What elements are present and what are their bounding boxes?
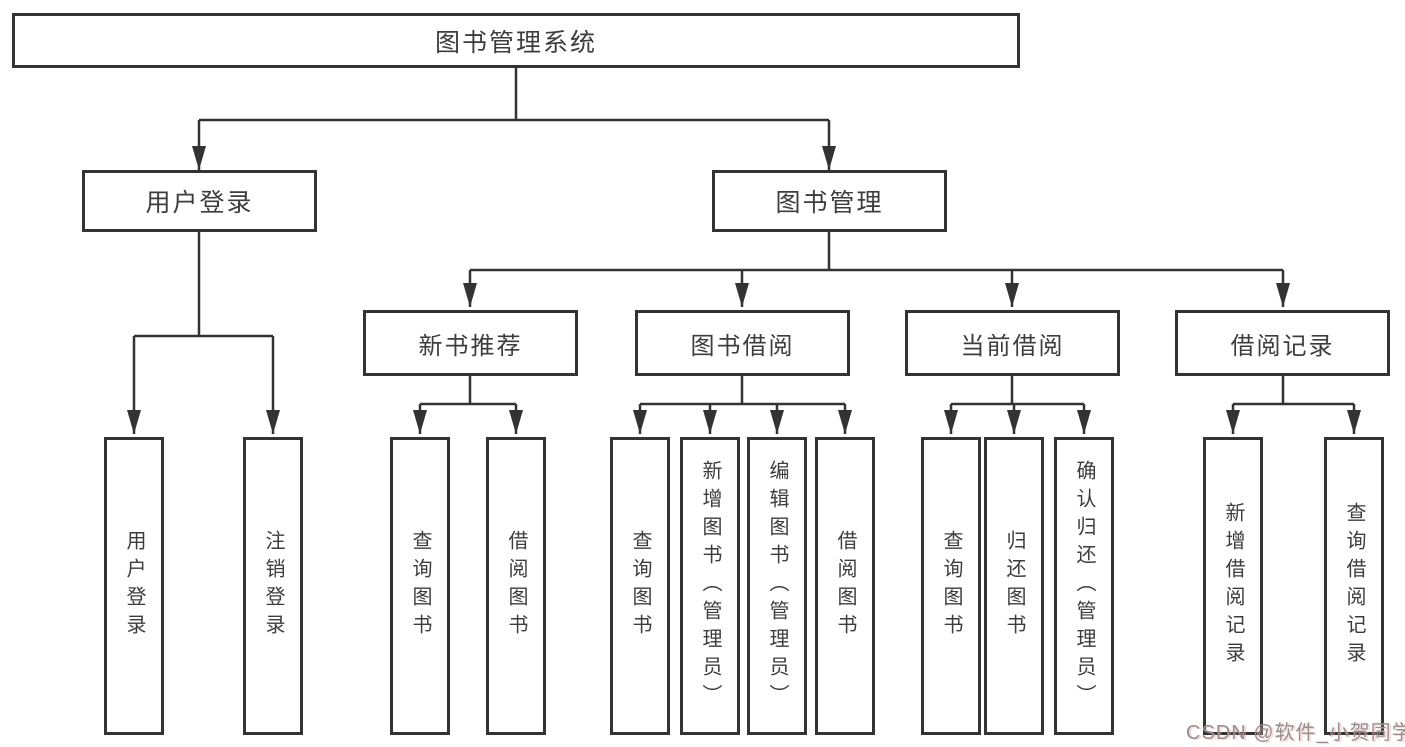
connector-book-borrowing-children [640, 376, 845, 406]
watermark: CSDN @软件_小贺同学 [1186, 722, 1405, 744]
leaf-query-books-1: 查询图书 [390, 437, 450, 735]
leaf-logout: 注销登录 [243, 437, 303, 735]
leaf-query-borrow-record: 查询借阅记录 [1324, 437, 1384, 735]
leaf-borrow-books-1: 借阅图书 [486, 437, 546, 735]
node-library-management-system: 图书管理系统 [12, 13, 1020, 68]
leaf-edit-book-admin: 编辑图书（管理员） [747, 437, 807, 735]
node-new-book-recommendation: 新书推荐 [363, 310, 578, 376]
connector-new-book-children [420, 376, 516, 406]
connector-root-to-level2 [199, 68, 829, 122]
connector-lines [127, 68, 1361, 434]
node-user-login: 用户登录 [82, 170, 317, 232]
node-current-borrowing: 当前借阅 [905, 310, 1120, 376]
leaf-add-borrow-record: 新增借阅记录 [1203, 437, 1263, 735]
connector-book-management-children [470, 232, 1283, 272]
node-book-borrowing: 图书借阅 [635, 310, 850, 376]
leaf-user-login: 用户登录 [104, 437, 164, 735]
connector-user-login-children [134, 232, 273, 338]
node-book-management: 图书管理 [712, 170, 947, 232]
leaf-query-books-3: 查询图书 [921, 437, 981, 735]
connector-current-borrowing-children [951, 376, 1084, 406]
leaf-confirm-return-admin: 确认归还（管理员） [1054, 437, 1114, 735]
node-borrowing-records: 借阅记录 [1175, 310, 1390, 376]
leaf-borrow-books-2: 借阅图书 [815, 437, 875, 735]
leaf-return-books: 归还图书 [984, 437, 1044, 735]
leaf-query-books-2: 查询图书 [610, 437, 670, 735]
connector-borrowing-records-children [1233, 376, 1354, 406]
leaf-add-book-admin: 新增图书（管理员） [680, 437, 740, 735]
